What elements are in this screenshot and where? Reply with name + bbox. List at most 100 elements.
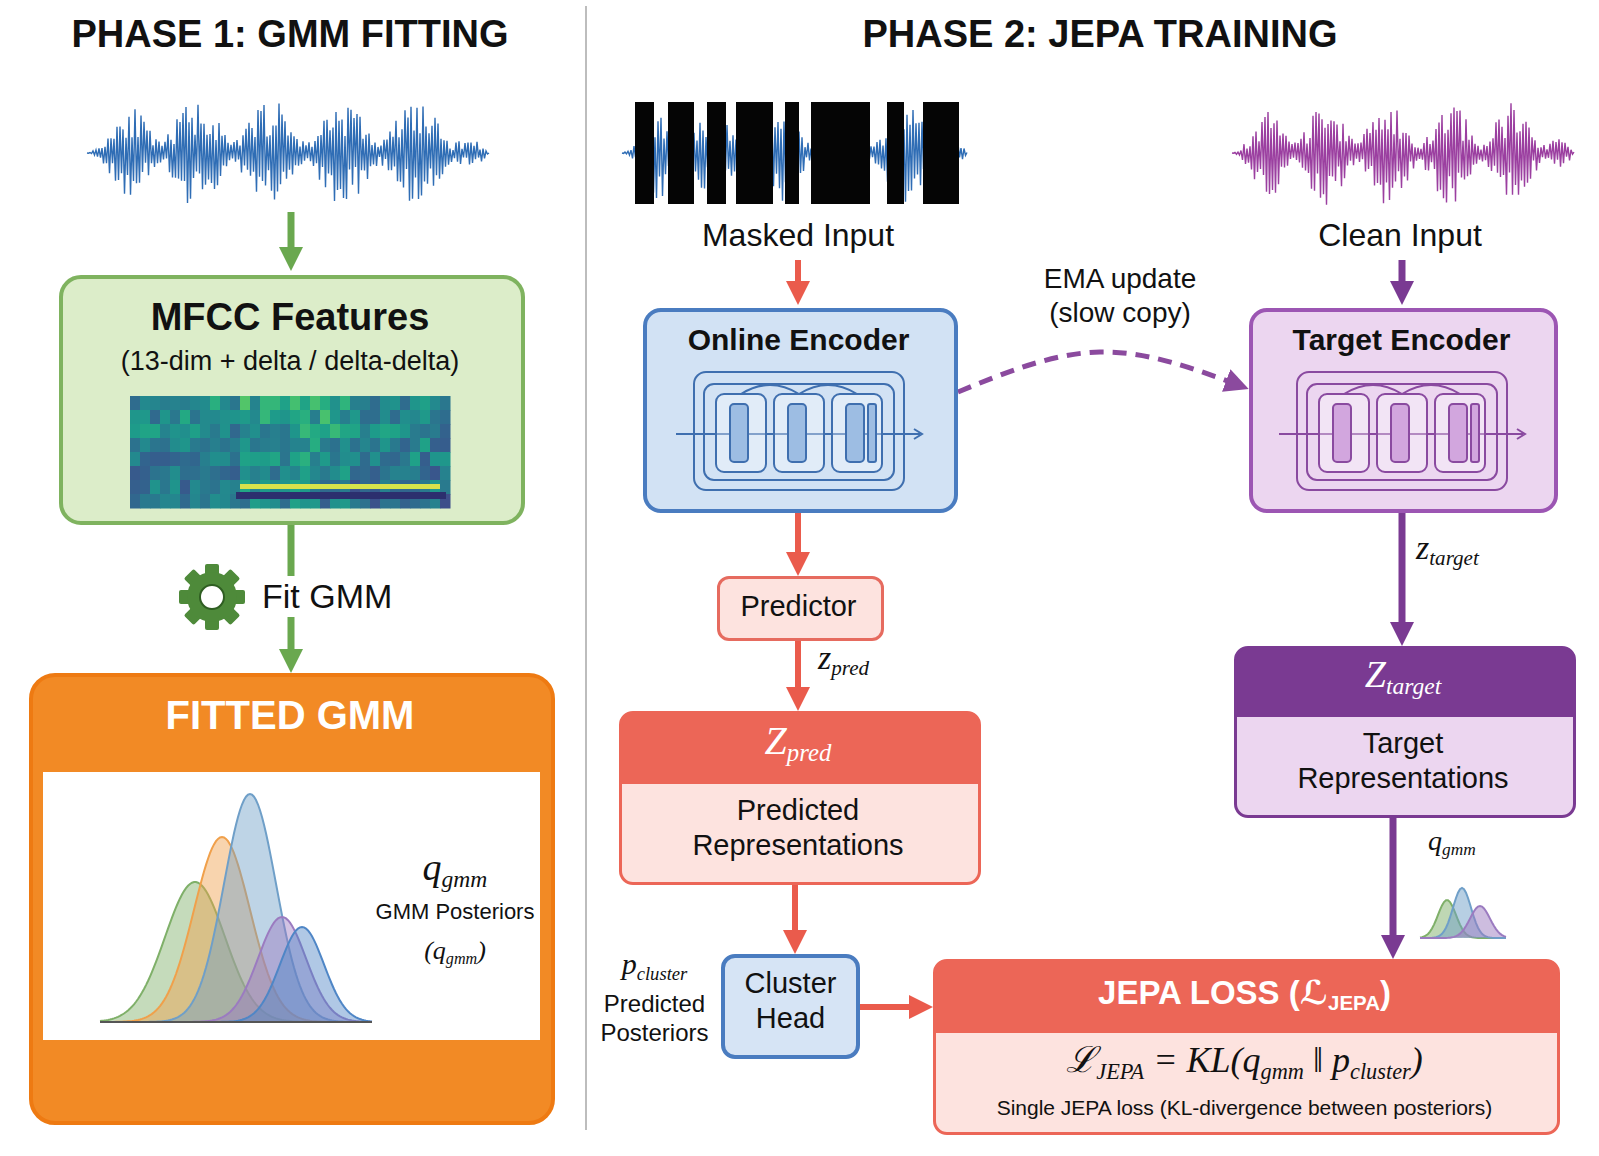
divider-line (585, 6, 587, 1130)
gaussian-curve (1420, 900, 1506, 938)
spectrogram-cell (290, 494, 301, 509)
panel-title: PHASE 2: JEPA TRAINING (800, 12, 1400, 58)
spectrogram-cell (310, 452, 321, 467)
gear-tooth (179, 590, 193, 604)
connector-label: zpred (818, 638, 918, 679)
spectrogram-cell (260, 438, 271, 453)
spectrogram-cell (240, 438, 251, 453)
spectrogram-cell (210, 438, 221, 453)
spectrogram-cell (270, 480, 281, 495)
spectrogram-cell (310, 466, 321, 481)
text-run: ℒ (1066, 1040, 1096, 1080)
spectrogram-cell (430, 480, 441, 495)
gear-icon (179, 564, 245, 630)
spectrogram-cell (430, 438, 441, 453)
connector-label: qgmm (1428, 824, 1508, 858)
spectrogram-cell (180, 466, 191, 481)
spectrogram-cell (130, 452, 141, 467)
graphic-part (788, 404, 806, 462)
spectrogram-cell (360, 494, 371, 509)
spectrogram-cell (170, 424, 181, 439)
graphic-part (1319, 394, 1369, 472)
process-box: MFCC Features(13-dim + delta / delta-del… (59, 275, 525, 525)
text-run: gmm (1442, 840, 1476, 859)
graphic-part (741, 385, 799, 394)
gaussian-curve (100, 794, 372, 1022)
spectrogram-cell (230, 438, 241, 453)
spectrogram-cell (290, 410, 301, 425)
node-text: (qgmm) (372, 935, 538, 966)
spectrogram-cell (160, 410, 171, 425)
connector-arrow (795, 513, 801, 568)
spectrogram-cell (330, 438, 341, 453)
representation-box: ZpredPredicted Representations (619, 711, 981, 885)
spectrogram-cell (300, 410, 311, 425)
spectrogram-cell (130, 424, 141, 439)
spectrogram-cell (380, 424, 391, 439)
spectrogram-cell (230, 452, 241, 467)
spectrogram-cell (370, 480, 381, 495)
text-run: ) (1380, 974, 1391, 1011)
spectrogram-cell (170, 452, 181, 467)
spectrogram-cell (310, 410, 321, 425)
spectrogram-cell (150, 452, 161, 467)
spectrogram-cell (230, 494, 241, 509)
spectrogram-cell (210, 480, 221, 495)
spectrogram-cell (440, 424, 451, 439)
spectrogram-cell (170, 396, 181, 411)
spectrogram-cell (240, 494, 251, 509)
spectrogram-cell (400, 452, 411, 467)
spectrogram-cell (390, 466, 401, 481)
spectrogram-cell (240, 480, 251, 495)
waveform (622, 104, 967, 202)
spectrogram-cell (310, 438, 321, 453)
spectrogram-cell (280, 466, 291, 481)
spectrogram (130, 396, 451, 509)
spectrogram-cell (250, 396, 261, 411)
graphic-part (1517, 429, 1525, 439)
spectrogram-cell (370, 438, 381, 453)
loss-box: JEPA LOSS (ℒJEPA)ℒJEPA = KL(qgmm ‖ pclus… (933, 959, 1560, 1135)
spectrogram-cell (300, 466, 311, 481)
spectrogram-cell (360, 452, 371, 467)
spectrogram-cell (230, 424, 241, 439)
graphic-part (1297, 372, 1507, 490)
spectrogram-cell (190, 452, 201, 467)
spectrogram-cell (340, 494, 351, 509)
spectrogram-cell (130, 438, 141, 453)
spectrogram-cell (140, 452, 151, 467)
spectrogram-cell (380, 466, 391, 481)
text-run: Clean Input (1318, 217, 1482, 253)
graphic-part (914, 429, 922, 439)
plot-panel (43, 772, 540, 1040)
spectrogram-cell (220, 424, 231, 439)
spectrogram-cell (160, 466, 171, 481)
spectrogram-cell (250, 410, 261, 425)
node-title: Online Encoder (643, 322, 954, 358)
spectrogram-cell (270, 396, 281, 411)
text-run: Single JEPA loss (KL-divergence between … (997, 1096, 1493, 1119)
spectrogram-cell (240, 466, 251, 481)
spectrogram-cell (220, 480, 231, 495)
gaussian-curve (100, 917, 372, 1022)
spectrogram-cell (270, 494, 281, 509)
spectrogram-cell (140, 396, 151, 411)
spectrogram-cell (290, 396, 301, 411)
connector-label: Fit GMM (258, 576, 396, 617)
text-run: Fit GMM (262, 577, 392, 615)
spectrogram-cell (190, 438, 201, 453)
node-title: Predictor (717, 589, 880, 624)
spectrogram-cell (260, 480, 271, 495)
spectrogram-cell (270, 466, 281, 481)
spectrogram-cell (320, 480, 331, 495)
graphic-part (799, 385, 857, 394)
spectrogram-cell (420, 494, 431, 509)
node-text: Target Representations (1254, 726, 1552, 796)
spectrogram-cell (200, 438, 211, 453)
spectrogram-cell (190, 494, 201, 509)
math-label: pcluster (592, 946, 717, 982)
text-run: FITTED GMM (166, 693, 415, 737)
spectrogram-cell (340, 466, 351, 481)
graphic-part (1344, 385, 1402, 394)
spectrogram-cell (290, 466, 301, 481)
